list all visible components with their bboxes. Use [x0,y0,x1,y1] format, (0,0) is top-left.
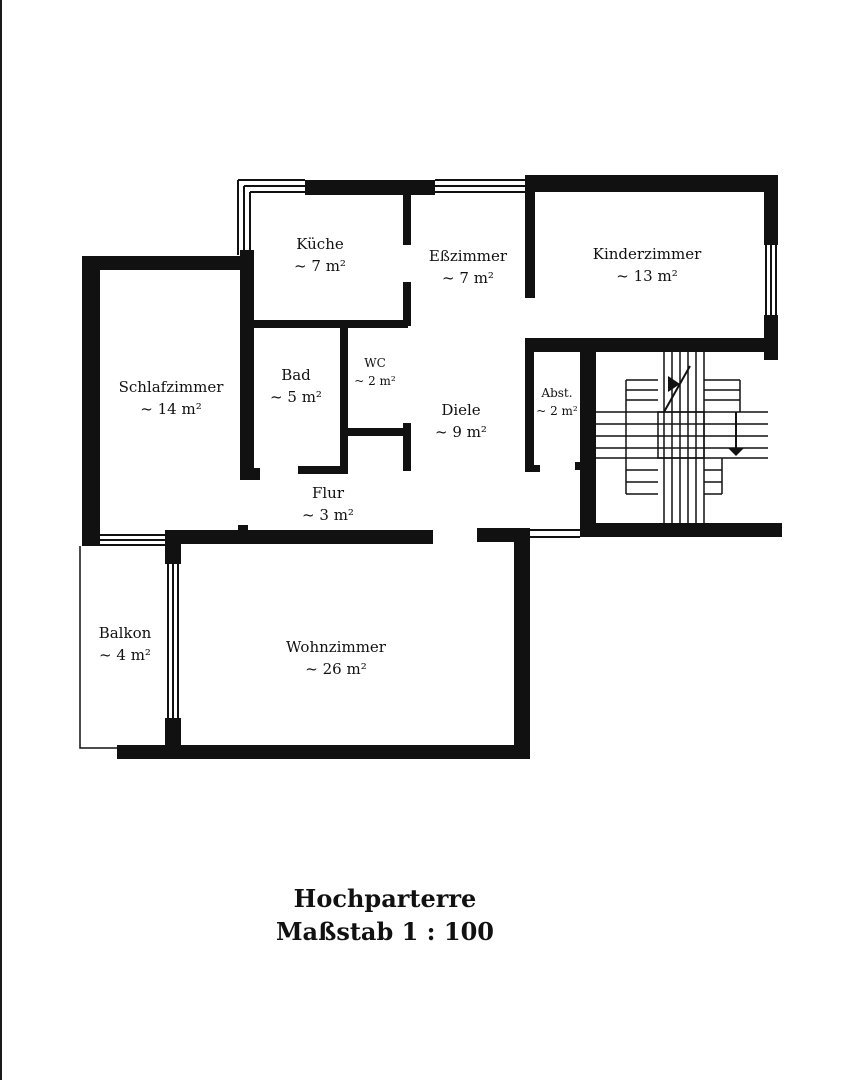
page-edge-line [0,0,2,1080]
room-abst-area: ~ 2 m² [536,404,578,418]
wall-kitchen-south [248,320,408,328]
wall-abst-east-stub [575,462,581,470]
wall-west-exterior [82,256,100,546]
wall-wc-south [345,428,405,436]
room-kueche: Küche ~ 7 m² [270,233,370,277]
room-wohnzimmer: Wohnzimmer ~ 26 m² [270,636,402,680]
window-kinderzimmer [765,245,777,315]
plan-title: Hochparterre [293,884,477,913]
stair-arrow-line [663,365,737,450]
window-stair [530,529,580,538]
stair-core [657,411,705,459]
room-bad-area: ~ 5 m² [270,388,322,406]
room-balkon-area: ~ 4 m² [99,646,151,664]
room-schlafzimmer-area: ~ 14 m² [140,400,202,418]
stair-steps [596,352,768,525]
wall-kitchen-east-lower [403,282,411,326]
room-schlafzimmer: Schlafzimmer ~ 14 m² [105,376,237,420]
wall-flur-south-stub [238,525,248,533]
room-bad: Bad ~ 5 m² [258,364,334,408]
plan-scale: Maßstab 1 : 100 [275,917,494,946]
wall-stair-south [580,523,782,537]
room-abst: Abst. ~ 2 m² [532,384,582,420]
staircase [596,352,768,525]
walls [82,175,782,759]
room-balkon-name: Balkon [98,624,152,642]
windows [79,179,777,749]
room-kinderzimmer-area: ~ 13 m² [616,267,678,285]
room-kinderzimmer: Kinderzimmer ~ 13 m² [577,243,717,287]
wall-wohnzimmer-west-upper [165,536,181,564]
wall-esszimmer-kinderzimmer [525,190,535,298]
room-esszimmer-name: Eßzimmer [428,247,508,265]
wall-schlafzimmer-north [82,256,252,270]
wall-schlafzimmer-stub [254,468,260,480]
stair-arrows [668,376,744,456]
room-schlafzimmer-name: Schlafzimmer [118,378,224,396]
room-kueche-area: ~ 7 m² [294,257,346,275]
room-kinderzimmer-name: Kinderzimmer [592,245,702,263]
balkon-outline [79,546,120,749]
wall-abst-west [525,338,534,472]
wall-north-right [525,175,778,192]
room-flur-name: Flur [311,484,345,502]
room-diele-area: ~ 9 m² [435,423,487,441]
wall-schlafzimmer-bad [240,320,254,480]
wall-bad-south [298,466,346,474]
wall-kitchen-east-upper [403,195,411,245]
room-esszimmer: Eßzimmer ~ 7 m² [413,245,523,289]
room-diele-name: Diele [441,401,481,419]
wall-wohnzimmer-west-lower [165,718,181,758]
wall-wc-east [403,423,411,471]
room-bad-name: Bad [281,366,311,384]
window-schlafzimmer-balkon [100,534,165,546]
room-abst-name: Abst. [541,386,573,400]
wall-east-kinderzimmer [764,175,778,245]
room-balkon: Balkon ~ 4 m² [86,622,164,666]
room-diele: Diele ~ 9 m² [420,399,502,443]
room-esszimmer-area: ~ 7 m² [442,269,494,287]
wall-wohnzimmer-south [117,745,530,759]
room-flur-area: ~ 3 m² [302,506,354,524]
window-esszimmer [435,179,525,193]
wall-north-kitchen [305,180,435,195]
window-wohnzimmer [167,564,179,718]
wall-kinderzimmer-south [527,338,778,352]
wall-abst-stub [534,465,540,472]
wall-bad-wc [340,326,348,474]
room-wc-area: ~ 2 m² [354,374,396,388]
room-kueche-name: Küche [296,235,344,253]
room-wc: WC ~ 2 m² [348,354,402,390]
wall-wohnzimmer-east [514,528,530,756]
room-wohnzimmer-area: ~ 26 m² [305,660,367,678]
wall-stair-west [580,345,596,535]
window-kitchen-corner [237,179,305,255]
wall-flur-south [165,530,433,544]
room-flur: Flur ~ 3 m² [286,482,370,526]
room-wohnzimmer-name: Wohnzimmer [286,638,386,656]
room-wc-name: WC [364,356,386,370]
wall-east-kinderzimmer-lower [764,315,778,360]
stair-arrow-up [668,376,680,392]
stair-arrow-down [728,448,744,456]
